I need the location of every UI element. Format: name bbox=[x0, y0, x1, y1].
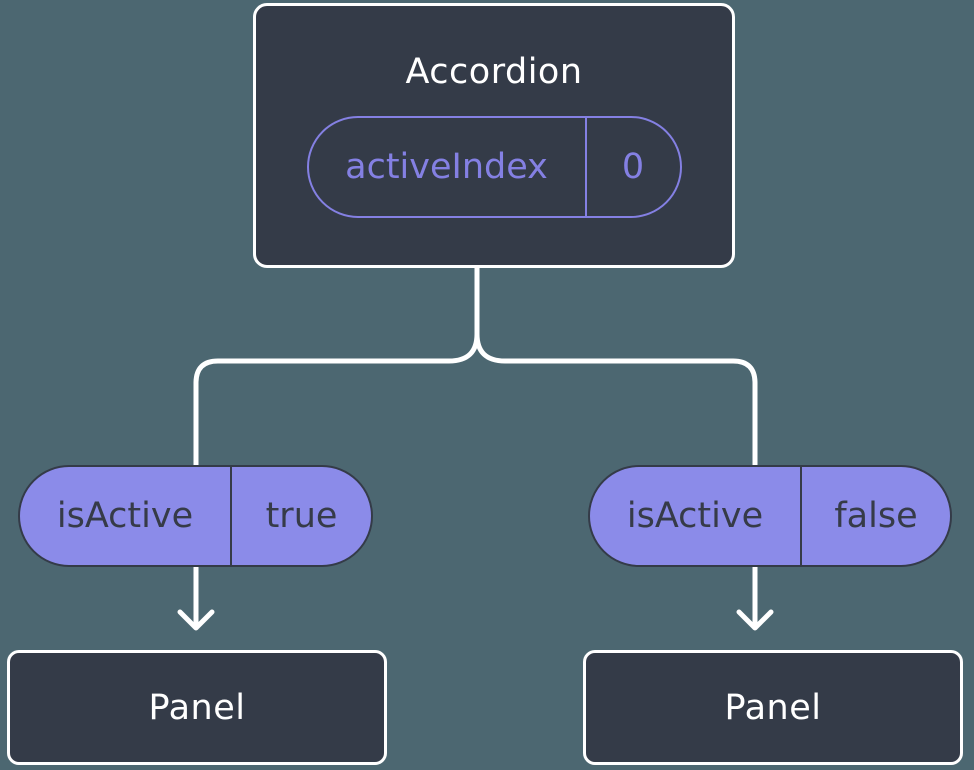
arrow-down-icon bbox=[736, 609, 774, 631]
arrow-down-icon bbox=[177, 609, 215, 631]
prop-name: isActive bbox=[590, 467, 802, 565]
component-node-panel-left: Panel bbox=[7, 650, 387, 765]
component-node-panel-right: Panel bbox=[583, 650, 963, 765]
branch-left-line bbox=[193, 331, 480, 627]
component-node-accordion: Accordion activeIndex 0 bbox=[253, 3, 735, 268]
component-title: Accordion bbox=[405, 52, 583, 92]
prop-value: true bbox=[265, 496, 338, 536]
prop-value: false bbox=[834, 496, 918, 536]
state-name: activeIndex bbox=[345, 147, 548, 187]
prop-pill-right: isActive false bbox=[588, 465, 952, 567]
prop-pill-left: isActive true bbox=[18, 465, 373, 567]
component-title: Panel bbox=[724, 687, 822, 728]
prop-name: isActive bbox=[20, 467, 232, 565]
state-value: 0 bbox=[584, 118, 680, 216]
branch-right-line bbox=[474, 331, 758, 627]
component-title: Panel bbox=[148, 687, 246, 728]
state-pill: activeIndex 0 bbox=[306, 116, 682, 218]
